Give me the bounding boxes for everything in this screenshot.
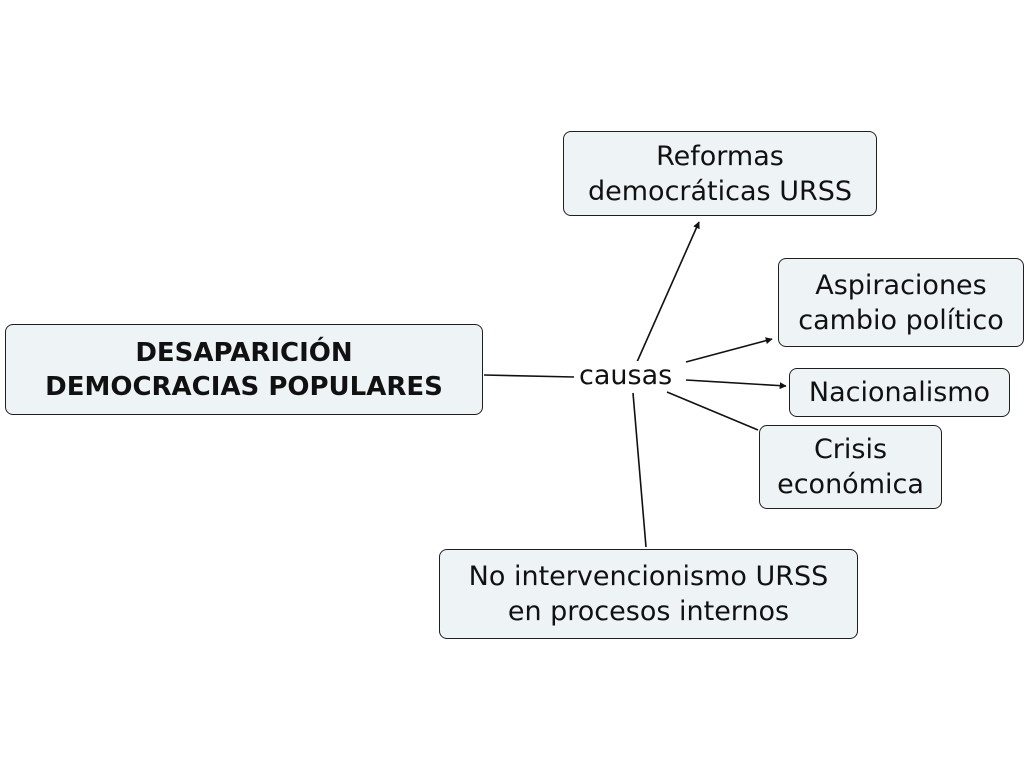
node-aspiraciones-label: Aspiraciones cambio político: [798, 269, 1004, 336]
arrow-to-aspiraciones: [685, 337, 773, 363]
line-root-to-causas: [483, 374, 575, 378]
node-crisis-label: Crisis económica: [777, 434, 924, 500]
line-to-no-intervencionismo: [632, 392, 647, 548]
arrow-to-nacionalismo: [685, 379, 787, 390]
node-reformas[interactable]: Reformas democráticas URSS: [563, 131, 877, 216]
node-no-intervencionismo-label: No intervencionismo URSS en procesos int…: [468, 561, 829, 627]
node-crisis[interactable]: Crisis económica: [759, 425, 942, 509]
node-reformas-label: Reformas democráticas URSS: [588, 140, 852, 207]
root-node-desaparicion[interactable]: DESAPARICIÓN DEMOCRACIAS POPULARES: [5, 324, 483, 415]
node-nacionalismo[interactable]: Nacionalismo: [789, 368, 1010, 417]
node-nacionalismo-label: Nacionalismo: [808, 377, 991, 408]
node-aspiraciones[interactable]: Aspiraciones cambio político: [778, 258, 1024, 347]
node-no-intervencionismo[interactable]: No intervencionismo URSS en procesos int…: [439, 549, 858, 639]
arrow-to-reformas: [636, 221, 700, 363]
causas-link-label: causas: [576, 361, 676, 391]
line-to-crisis: [666, 391, 759, 431]
root-node-label: DESAPARICIÓN DEMOCRACIAS POPULARES: [45, 337, 443, 402]
